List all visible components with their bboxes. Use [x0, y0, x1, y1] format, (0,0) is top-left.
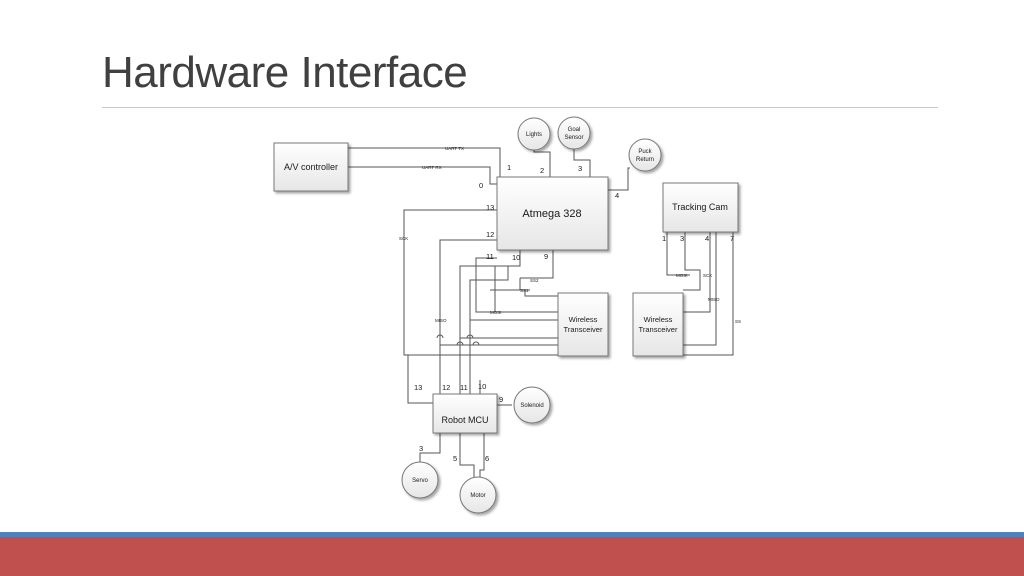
circle-servo: Servo	[401, 461, 439, 499]
circle-motor: Motor	[459, 476, 497, 514]
wire-goal	[573, 148, 591, 177]
mosi-label: MOSI	[490, 310, 502, 315]
wire-cam-sck	[683, 232, 711, 313]
block-robot-mcu: Robot MCU	[432, 393, 498, 434]
wire-cam-miso	[683, 232, 717, 346]
svg-text:6: 6	[485, 454, 489, 463]
atmega-label: Atmega 328	[522, 208, 581, 220]
circle-puck-return: Puck Return	[628, 138, 662, 172]
title-divider	[102, 107, 938, 108]
cam-mosi-label: MOSI	[676, 273, 688, 278]
block-av-controller: A/V controller	[273, 142, 349, 192]
svg-text:0: 0	[479, 181, 483, 190]
wire-servo	[419, 433, 441, 462]
svg-text:11: 11	[486, 252, 494, 261]
svg-text:3: 3	[680, 234, 684, 243]
uart-rx-label: UART RX	[422, 165, 442, 170]
signal-labels: UART TX UART RX SCK MISO MOSI SS1 SS2 MO…	[399, 146, 741, 324]
svg-text:13: 13	[414, 383, 422, 392]
svg-text:10: 10	[478, 382, 486, 391]
pin-numbers: 1 2 3 4 0 13 12 11 10 9 1 3 4 7 13 12 11…	[414, 163, 734, 463]
wire-mosi	[475, 257, 558, 313]
svg-text:3: 3	[578, 164, 582, 173]
circle-lights: Lights	[517, 117, 551, 151]
wire-motor-5	[459, 433, 475, 478]
av-label: A/V controller	[284, 162, 338, 172]
svg-text:Motor: Motor	[470, 493, 485, 499]
wire-uart-rx	[348, 166, 497, 185]
block-tracking-cam: Tracking Cam	[662, 182, 739, 233]
svg-text:13: 13	[486, 203, 494, 212]
circle-goal-sensor: Goal Sensor	[557, 116, 591, 150]
svg-text:1: 1	[662, 234, 666, 243]
slide-title: Hardware Interface	[102, 48, 468, 97]
svg-text:Sensor: Sensor	[564, 135, 583, 141]
accent-band	[0, 537, 1024, 576]
ss2-label: SS2	[530, 278, 539, 283]
svg-text:4: 4	[615, 191, 619, 200]
svg-text:3: 3	[419, 444, 423, 453]
svg-text:9: 9	[499, 395, 503, 404]
svg-text:11: 11	[460, 383, 468, 392]
svg-text:10: 10	[512, 253, 520, 262]
wire-miso	[439, 239, 497, 394]
block-wireless-1: Wireless Transceiver	[557, 292, 609, 357]
svg-text:12: 12	[442, 383, 450, 392]
sck-label: SCK	[399, 236, 408, 241]
wt1-label-1: Wireless	[569, 315, 598, 324]
svg-text:Lights: Lights	[526, 132, 542, 138]
cam-sck-label: SCK	[703, 273, 712, 278]
cam-miso-label: MISO	[708, 297, 720, 302]
cam-ss-label: SS	[735, 319, 741, 324]
mcu-label: Robot MCU	[441, 415, 488, 425]
svg-text:1: 1	[507, 163, 511, 172]
wire-motor-6	[479, 433, 485, 478]
wt2-label-2: Transceiver	[639, 325, 678, 334]
ss1-label: SS1	[520, 288, 529, 293]
miso-label: MISO	[435, 318, 447, 323]
svg-text:Return: Return	[636, 157, 654, 163]
wire-puck	[608, 167, 630, 191]
svg-text:9: 9	[544, 252, 548, 261]
uart-tx-label: UART TX	[445, 146, 464, 151]
cam-label: Tracking Cam	[672, 202, 728, 212]
svg-text:Servo: Servo	[412, 478, 428, 484]
accent-line	[0, 532, 1024, 537]
svg-text:5: 5	[453, 454, 457, 463]
svg-text:Goal: Goal	[568, 127, 581, 133]
wire-cam-mosi	[683, 232, 701, 291]
svg-text:2: 2	[540, 166, 544, 175]
block-wireless-2: Wireless Transceiver	[632, 292, 684, 357]
wire-uart-tx	[348, 147, 501, 177]
wire-ss1	[490, 289, 580, 297]
wire-cam-1	[666, 232, 690, 276]
wires	[348, 147, 734, 478]
block-atmega: Atmega 328	[496, 176, 609, 251]
wt2-label-1: Wireless	[644, 315, 673, 324]
svg-text:Puck: Puck	[638, 149, 652, 155]
svg-text:4: 4	[705, 234, 709, 243]
circle-solenoid: Solenoid	[513, 386, 551, 424]
svg-text:7: 7	[730, 234, 734, 243]
wt1-label-2: Transceiver	[564, 325, 603, 334]
wire-sck	[403, 209, 558, 356]
svg-text:12: 12	[486, 230, 494, 239]
svg-text:Solenoid: Solenoid	[520, 403, 543, 409]
